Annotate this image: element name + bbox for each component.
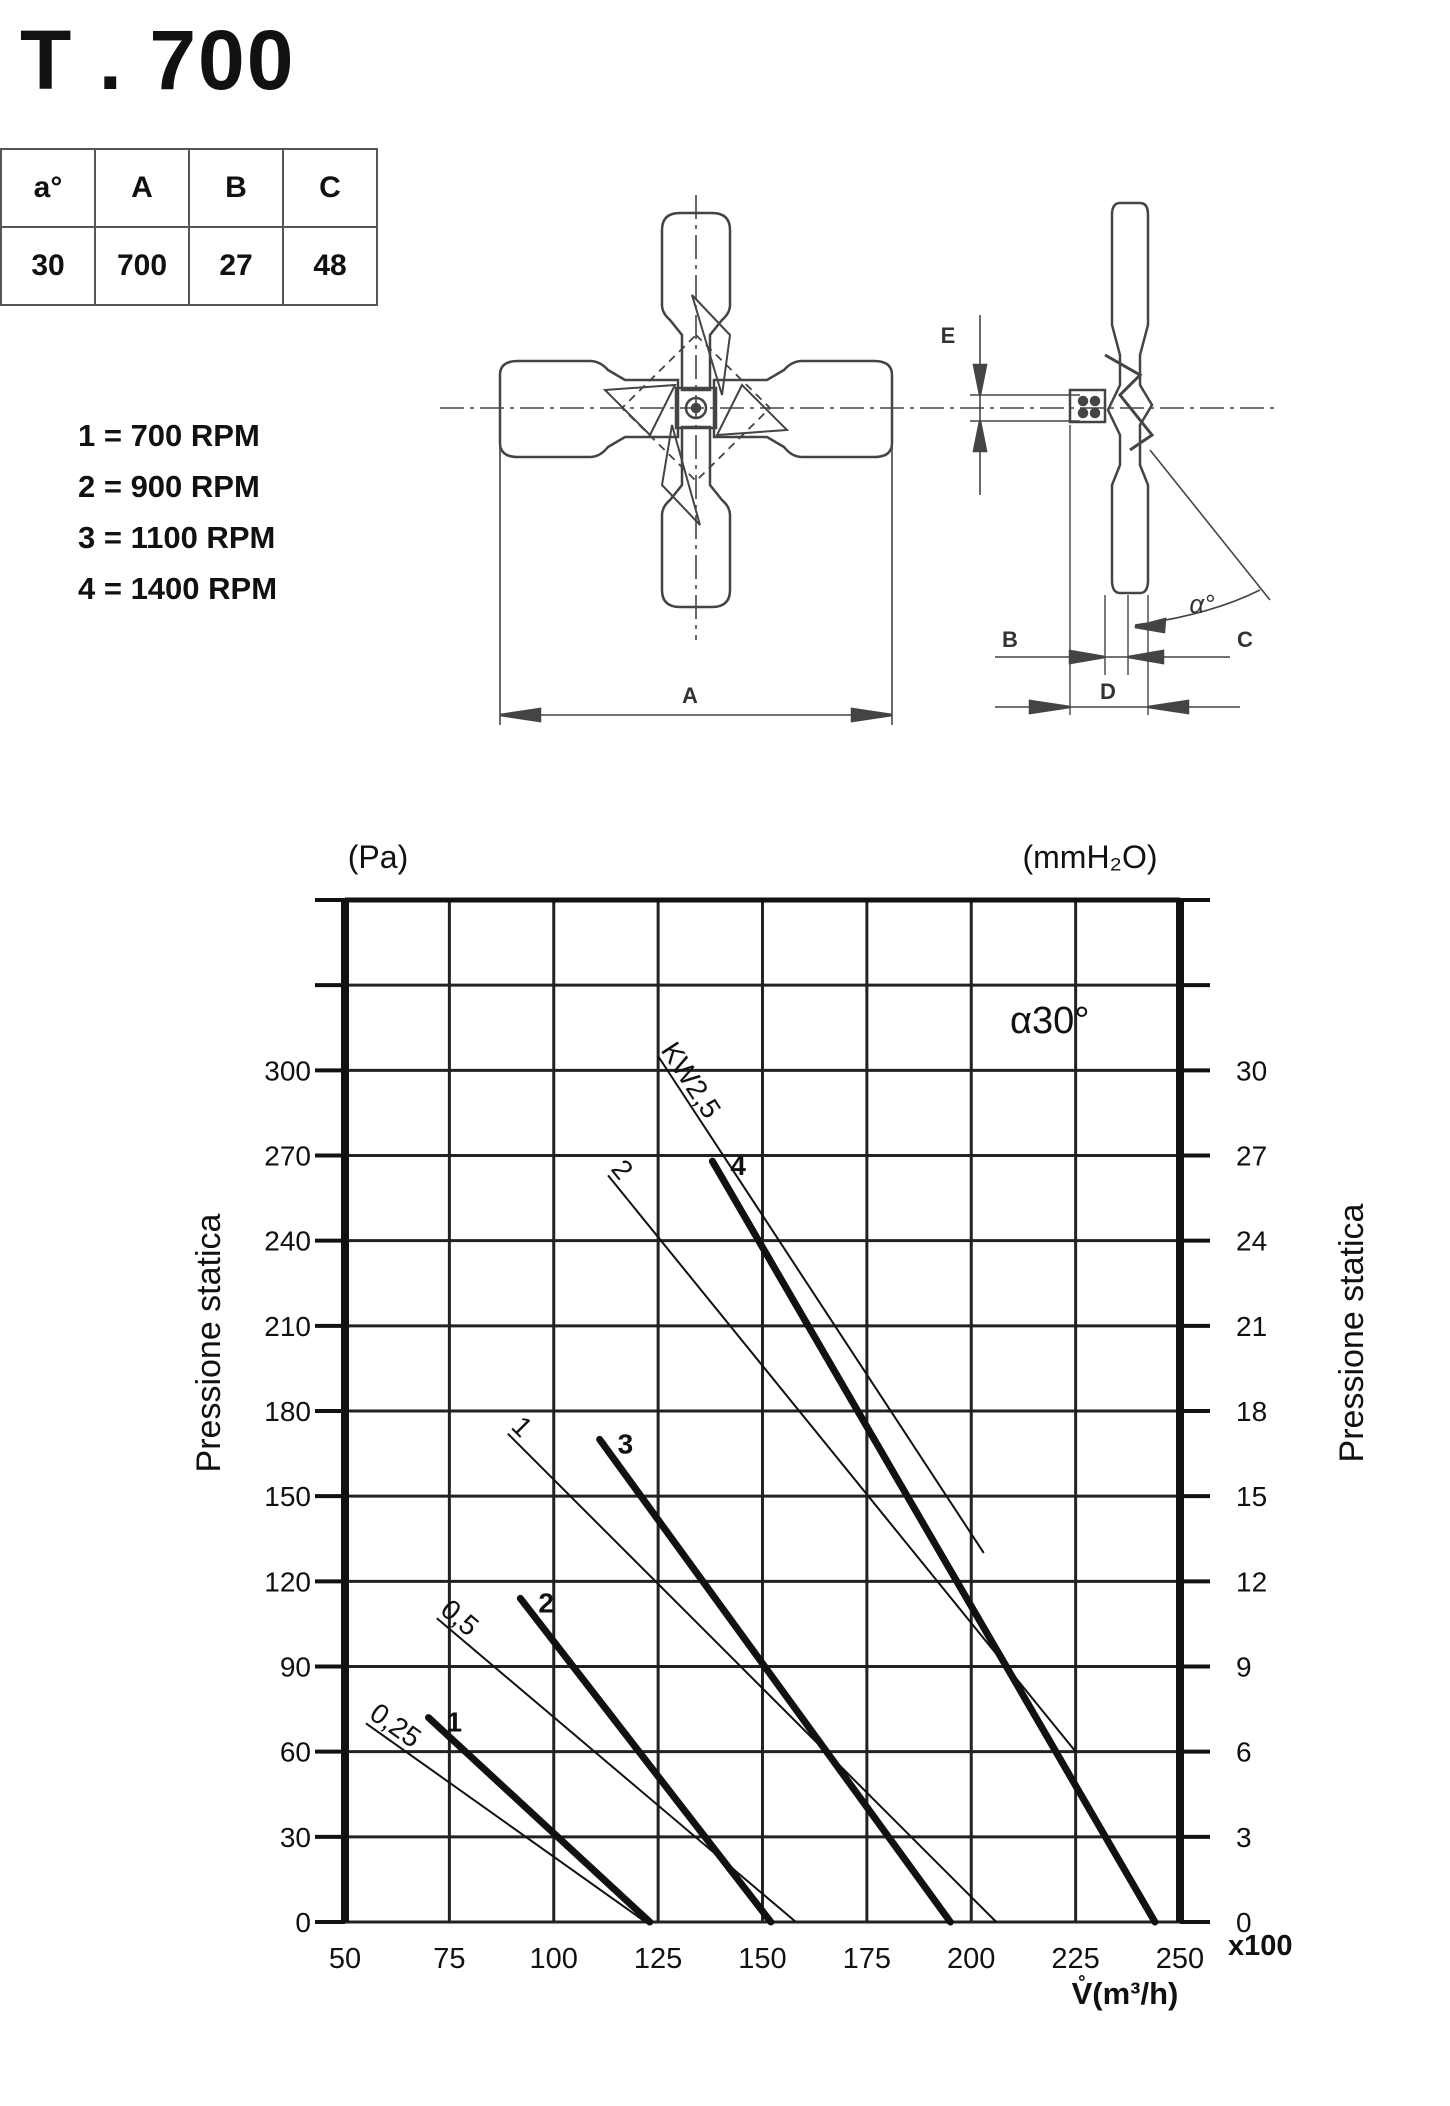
- performance-chart: 0306090120150180210240270300036912151821…: [190, 839, 1371, 2011]
- y-tick-label-right: 12: [1236, 1566, 1267, 1597]
- dimensions-table: a° A B C 30 700 27 48: [0, 148, 378, 306]
- rpm-curve: [425, 1714, 654, 1926]
- y-tick-label-left: 240: [264, 1226, 311, 1257]
- chart-axes: [315, 897, 1210, 1924]
- x-axis-label: V̊(m³/h): [1072, 1974, 1179, 2011]
- fan-blade-top: [660, 211, 732, 392]
- y-tick-label-left: 270: [264, 1141, 311, 1172]
- y-tick-label-right: 27: [1236, 1141, 1267, 1172]
- x-tick-label: 175: [843, 1943, 891, 1975]
- table-cell: 30: [0, 226, 96, 306]
- y-tick-label-right: 9: [1236, 1652, 1252, 1683]
- chart-grid: [343, 898, 1182, 1924]
- fan-blade-left: [498, 359, 680, 459]
- y-tick-label-right: 21: [1236, 1311, 1267, 1342]
- left-unit-label: (Pa): [348, 839, 408, 875]
- table-header: C: [282, 148, 378, 228]
- x-tick-label: 100: [530, 1943, 578, 1975]
- page-title: T . 700: [20, 13, 296, 107]
- power-line: [657, 1055, 985, 1554]
- y-tick-label-left: 90: [280, 1652, 311, 1683]
- x-multiplier-label: x100: [1228, 1930, 1293, 1962]
- dimension-label-a: A: [682, 683, 698, 708]
- y-axis-label-left: Pressione statica: [190, 1213, 228, 1472]
- angle-label-alpha: α°: [1189, 589, 1214, 619]
- y-tick-label-left: 300: [264, 1055, 311, 1086]
- y-axis-label-right: Pressione statica: [1333, 1203, 1371, 1462]
- rpm-legend-item: 3 = 1100 RPM: [78, 520, 276, 555]
- rpm-curve: [708, 1157, 1159, 1926]
- x-tick-label: 125: [634, 1943, 682, 1975]
- x-tick-label: 75: [433, 1943, 465, 1975]
- y-tick-label-right: 0: [1236, 1907, 1252, 1938]
- y-tick-label-right: 6: [1236, 1737, 1252, 1768]
- y-tick-label-left: 0: [295, 1907, 311, 1938]
- fan-blade-right: [712, 359, 894, 459]
- y-tick-label-left: 30: [280, 1822, 311, 1853]
- power-line-label: 1: [506, 1410, 539, 1443]
- power-line-label: 0,5: [435, 1593, 485, 1642]
- table-cell: 48: [282, 226, 378, 306]
- fan-technical-drawing: A E B C D α°: [440, 195, 1280, 725]
- table-header: A: [94, 148, 190, 228]
- rpm-curve-label: 1: [447, 1707, 463, 1738]
- fan-blade-bottom: [660, 425, 732, 609]
- y-tick-label-left: 180: [264, 1396, 311, 1427]
- power-line-label: KW2,5: [655, 1036, 727, 1123]
- power-line: [436, 1617, 797, 1923]
- power-line: [365, 1722, 647, 1923]
- y-tick-label-left: 150: [264, 1481, 311, 1512]
- chart-labels: 0306090120150180210240270300036912151821…: [264, 1036, 1267, 1975]
- rpm-curve-label: 2: [538, 1587, 554, 1618]
- dimension-label-b: B: [1002, 627, 1018, 652]
- rpm-curve-label: 3: [618, 1428, 634, 1459]
- angle-annotation: α30°: [1010, 1000, 1089, 1042]
- chart-series: [365, 1055, 1159, 1926]
- x-tick-label: 50: [329, 1943, 361, 1975]
- y-tick-label-right: 30: [1236, 1055, 1267, 1086]
- y-tick-label-left: 120: [264, 1566, 311, 1597]
- dimension-label-e: E: [941, 323, 956, 348]
- right-unit-label: (mmH₂O): [1022, 839, 1157, 875]
- table-cell: 27: [188, 226, 284, 306]
- rpm-legend: 1 = 700 RPM 2 = 900 RPM 3 = 1100 RPM 4 =…: [78, 410, 277, 614]
- rpm-legend-item: 2 = 900 RPM: [78, 469, 260, 504]
- rpm-legend-item: 4 = 1400 RPM: [78, 571, 278, 606]
- table-header: B: [188, 148, 284, 228]
- table-header-row: a° A B C: [0, 148, 378, 228]
- y-tick-label-left: 60: [280, 1737, 311, 1768]
- dimension-label-d: D: [1100, 679, 1116, 704]
- x-tick-label: 225: [1051, 1943, 1099, 1975]
- dimension-label-c: C: [1237, 627, 1253, 652]
- rpm-curve-label: 4: [730, 1150, 746, 1181]
- y-tick-label-right: 24: [1236, 1226, 1267, 1257]
- power-line: [507, 1433, 998, 1923]
- x-tick-label: 250: [1156, 1943, 1204, 1975]
- x-tick-label: 150: [738, 1943, 786, 1975]
- rpm-legend-item: 1 = 700 RPM: [78, 418, 260, 453]
- y-tick-label-right: 18: [1236, 1396, 1267, 1427]
- table-cell: 700: [94, 226, 190, 306]
- table-header: a°: [0, 148, 96, 228]
- y-tick-label-right: 3: [1236, 1822, 1252, 1853]
- y-tick-label-left: 210: [264, 1311, 311, 1342]
- y-tick-label-right: 15: [1236, 1481, 1267, 1512]
- fan-side-view: [1106, 201, 1154, 595]
- rpm-curve: [516, 1594, 775, 1926]
- power-line-label: 2: [605, 1154, 639, 1186]
- table-row: 30 700 27 48: [0, 226, 378, 306]
- x-tick-label: 200: [947, 1943, 995, 1975]
- rpm-curve: [596, 1435, 954, 1926]
